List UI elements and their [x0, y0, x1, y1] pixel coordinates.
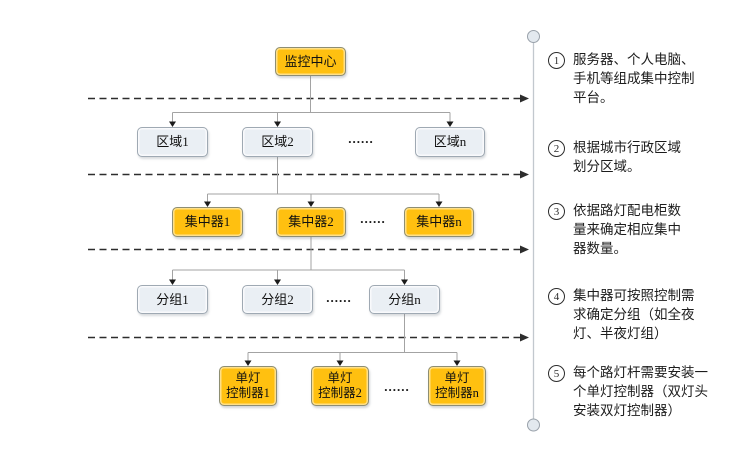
node-group-2: 分组2 [242, 285, 313, 314]
annotation-number: 1 [548, 52, 565, 69]
arrow-down-icon [169, 121, 176, 127]
arrow-down-icon [446, 121, 454, 127]
node-monitoring-center: 监控中心 [275, 47, 346, 76]
arrow-right-icon [520, 333, 529, 342]
node-concentrator-1: 集中器1 [172, 207, 243, 237]
arrow-right-icon [520, 170, 529, 179]
node-lamp-controller-2: 单灯 控制器2 [311, 366, 369, 406]
tree-connectors-level-2 [204, 157, 443, 207]
arrow-down-icon [307, 201, 315, 207]
annotation-text: 根据城市行政区域 划分区域。 [573, 140, 681, 174]
annotation-item-2: 2 根据城市行政区域 划分区域。 [548, 138, 724, 176]
arrow-down-icon [169, 279, 176, 285]
dashed-separator-1 [88, 94, 529, 103]
node-region-2: 区域2 [242, 127, 313, 157]
dashed-separator-3 [88, 245, 529, 254]
tree-connectors-level-3 [169, 237, 408, 285]
side-rule [527, 30, 540, 432]
annotation-number: 5 [548, 365, 565, 382]
arrow-down-icon [244, 360, 252, 366]
annotation-number: 2 [548, 140, 565, 157]
arrow-down-icon [435, 201, 443, 207]
node-concentrator-2: 集中器2 [276, 207, 346, 237]
ellipsis-regions: ...... [348, 131, 374, 146]
arrow-right-icon [520, 245, 529, 254]
dashed-separator-4 [88, 333, 529, 342]
arrow-down-icon [336, 360, 344, 366]
node-region-1: 区域1 [137, 127, 208, 157]
annotation-number: 4 [548, 288, 565, 305]
node-group-1: 分组1 [137, 285, 208, 314]
annotation-text: 每个路灯杆需要安装一 个单灯控制器（双灯头 安装双灯控制器） [573, 365, 708, 418]
arrow-right-icon [520, 94, 529, 103]
arrow-down-icon [204, 201, 211, 207]
node-region-n: 区域n [415, 127, 485, 157]
node-lamp-controller-n: 单灯 控制器n [428, 366, 486, 406]
annotation-item-1: 1 服务器、个人电脑、 手机等组成集中控制 平台。 [548, 50, 724, 107]
annotation-text: 依据路灯配电柜数 量来确定相应集中 器数量。 [573, 203, 681, 256]
arrow-down-icon [453, 360, 461, 366]
annotation-text: 集中器可按照控制需 求确定分组（如全夜 灯、半夜灯组） [573, 288, 695, 341]
tree-connectors-level-1 [169, 76, 454, 127]
annotation-item-5: 5 每个路灯杆需要安装一 个单灯控制器（双灯头 安装双灯控制器） [548, 363, 724, 420]
rule-end-circle-icon [527, 30, 540, 43]
arrow-down-icon [274, 279, 281, 285]
ellipsis-concentrators: ...... [360, 211, 386, 226]
ellipsis-controllers: ...... [384, 379, 410, 394]
annotation-number: 3 [548, 203, 565, 220]
node-concentrator-n: 集中器n [404, 207, 474, 237]
node-lamp-controller-1: 单灯 控制器1 [219, 366, 277, 406]
tree-connectors-level-4 [244, 314, 461, 366]
node-group-n: 分组n [369, 285, 440, 314]
annotation-item-4: 4 集中器可按照控制需 求确定分组（如全夜 灯、半夜灯组） [548, 286, 724, 343]
dashed-separator-2 [88, 170, 529, 179]
annotation-text: 服务器、个人电脑、 手机等组成集中控制 平台。 [573, 52, 695, 105]
annotation-item-3: 3 依据路灯配电柜数 量来确定相应集中 器数量。 [548, 201, 724, 258]
rule-end-circle-icon [527, 418, 540, 432]
arrow-down-icon [274, 121, 281, 127]
ellipsis-groups: ...... [326, 290, 352, 305]
arrow-down-icon [401, 279, 408, 285]
